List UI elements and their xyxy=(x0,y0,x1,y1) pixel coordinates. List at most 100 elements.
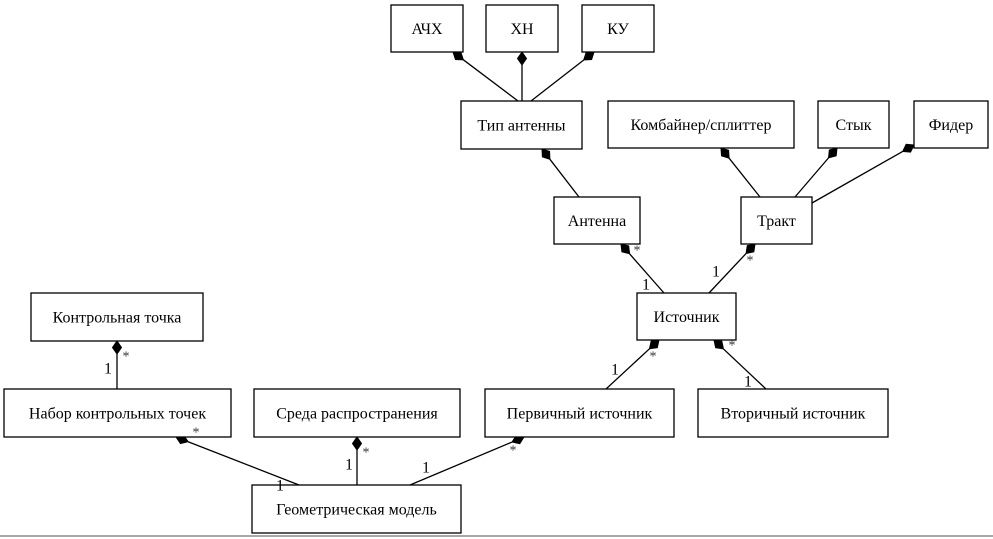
class-box-label: Источник xyxy=(654,309,720,326)
class-box-label: Геометрическая модель xyxy=(276,502,437,519)
multiplicity-label-one: 1 xyxy=(611,362,619,379)
multiplicity-labels-layer: *1*1*1*1*1*1*1*1 xyxy=(104,244,754,495)
class-box-pervichny[interactable]: Первичный источник xyxy=(484,388,675,438)
nodes-layer: АЧХ ХН КУ Тип антенны Комбайнер/сплиттер Стык… xyxy=(3,4,989,534)
multiplicity-label-many: * xyxy=(123,350,130,365)
class-box-geom-model[interactable]: Геометрическая модель xyxy=(251,484,462,534)
multiplicity-label-many: * xyxy=(634,244,641,259)
composition-edge-istochnik-to-antenna xyxy=(620,243,665,294)
class-box-hn[interactable]: ХН xyxy=(485,4,559,53)
composition-diamond-icon xyxy=(351,436,363,451)
class-box-label: Стык xyxy=(836,117,872,134)
association-line xyxy=(728,157,761,198)
composition-edge-antenna-to-tip-anteny xyxy=(541,148,580,198)
composition-edge-trakt-to-fider xyxy=(811,143,915,204)
class-box-frame xyxy=(251,484,462,534)
composition-edge-istochnik-to-trakt xyxy=(708,243,756,294)
composition-diamond-icon xyxy=(583,51,595,61)
composition-edge-tip-anteny-to-hn xyxy=(516,51,528,101)
class-box-frame xyxy=(253,388,461,438)
multiplicity-label-one: 1 xyxy=(422,460,430,477)
association-line xyxy=(629,253,665,294)
composition-edge-vtorichny-to-istochnik xyxy=(713,339,767,390)
association-line xyxy=(409,441,513,486)
multiplicity-label-many: * xyxy=(363,446,370,461)
association-line xyxy=(605,348,650,390)
class-box-frame xyxy=(817,100,890,149)
class-box-label: АЧХ xyxy=(411,21,443,38)
association-line xyxy=(530,59,585,102)
class-box-frame xyxy=(581,4,655,53)
class-box-frame xyxy=(3,388,232,438)
composition-diamond-icon xyxy=(713,339,725,350)
multiplicity-label-many: * xyxy=(729,339,736,354)
multiplicity-label-one: 1 xyxy=(642,277,650,294)
class-box-frame xyxy=(607,100,795,149)
association-line xyxy=(723,348,767,390)
class-box-frame xyxy=(697,388,889,438)
composition-diamond-icon xyxy=(541,148,551,160)
class-box-sreda[interactable]: Среда распространения xyxy=(253,388,461,438)
class-box-antenna[interactable]: Антенна xyxy=(553,196,641,245)
class-box-label: Комбайнер/сплиттер xyxy=(631,117,772,134)
class-box-achx[interactable]: АЧХ xyxy=(390,4,464,53)
class-box-label: КУ xyxy=(607,21,629,38)
class-box-frame xyxy=(390,4,464,53)
multiplicity-label-one: 1 xyxy=(345,457,353,474)
composition-diamond-icon xyxy=(452,51,465,61)
class-box-label: Контрольная точка xyxy=(53,310,182,327)
multiplicity-label-many: * xyxy=(747,254,754,269)
composition-diamond-icon xyxy=(620,243,631,255)
composition-diamond-icon xyxy=(648,339,660,350)
class-box-frame xyxy=(30,292,204,342)
class-box-frame xyxy=(553,196,641,245)
association-line xyxy=(794,157,830,198)
class-box-frame xyxy=(740,196,813,245)
class-box-label: Тракт xyxy=(757,213,796,230)
class-box-ku[interactable]: КУ xyxy=(581,4,655,53)
association-line xyxy=(708,253,747,294)
composition-diamond-icon xyxy=(720,147,730,159)
class-box-tip-anteny[interactable]: Тип антенны xyxy=(460,100,583,150)
class-box-trakt[interactable]: Тракт xyxy=(740,196,813,245)
composition-edge-geom-model-to-sreda xyxy=(351,436,363,485)
class-box-frame xyxy=(485,4,559,53)
composition-edge-pervichny-to-istochnik xyxy=(605,339,660,390)
class-box-styk[interactable]: Стык xyxy=(817,100,890,149)
class-box-label: Среда распространения xyxy=(276,406,438,423)
composition-edge-tip-anteny-to-ku xyxy=(530,51,595,102)
class-box-label: Первичный источник xyxy=(507,406,653,423)
association-line xyxy=(187,441,300,486)
class-box-label: Тип антенны xyxy=(477,118,565,135)
class-box-istochnik[interactable]: Источник xyxy=(636,292,737,341)
class-box-label: Антенна xyxy=(568,213,626,230)
association-line xyxy=(549,158,580,198)
class-box-frame xyxy=(484,388,675,438)
class-box-vtorichny[interactable]: Вторичный источник xyxy=(697,388,889,438)
multiplicity-label-many: * xyxy=(193,426,200,441)
composition-diamond-icon xyxy=(745,243,756,255)
multiplicity-label-one: 1 xyxy=(104,361,112,378)
composition-diamond-icon xyxy=(516,51,528,66)
class-box-kontr-tochka[interactable]: Контрольная точка xyxy=(30,292,204,342)
class-box-kombainer[interactable]: Комбайнер/сплиттер xyxy=(607,100,795,149)
class-box-frame xyxy=(460,100,583,150)
association-line xyxy=(811,150,904,204)
class-box-frame xyxy=(913,100,989,149)
class-box-label: Вторичный источник xyxy=(721,406,866,423)
class-box-fider[interactable]: Фидер xyxy=(913,100,989,149)
composition-edge-trakt-to-kombainer xyxy=(720,147,761,198)
class-box-label: ХН xyxy=(510,21,534,38)
class-box-frame xyxy=(636,292,737,341)
composition-diamond-icon xyxy=(111,340,123,355)
association-line xyxy=(462,59,519,102)
composition-edge-tip-anteny-to-achx xyxy=(452,51,519,102)
multiplicity-label-many: * xyxy=(650,350,657,365)
composition-edge-nabor-to-kontr-tochka xyxy=(111,340,123,389)
multiplicity-label-one: 1 xyxy=(276,478,284,495)
class-box-nabor[interactable]: Набор контрольных точек xyxy=(3,388,232,438)
class-box-label: Фидер xyxy=(929,117,973,134)
composition-edge-trakt-to-styk xyxy=(794,147,838,198)
composition-diamond-icon xyxy=(827,147,838,159)
